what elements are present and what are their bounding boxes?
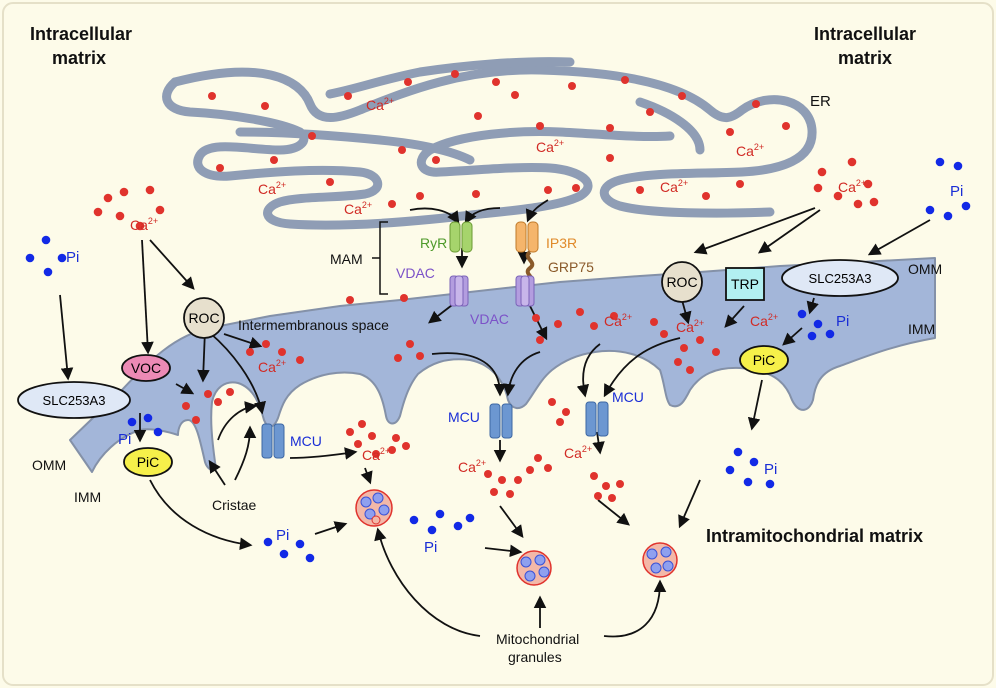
vdac-label-1: VDAC [396, 265, 435, 281]
ca-label-er-1: Ca2+ [366, 96, 394, 113]
roc-right: ROC [661, 261, 703, 303]
mcu-channel-1 [261, 423, 285, 459]
intracellular-matrix-left-line2: matrix [52, 48, 106, 68]
mcu-label-2: MCU [448, 409, 480, 425]
mcu-labels: MCU MCU MCU [290, 389, 644, 449]
grp75-label: GRP75 [548, 259, 594, 275]
ca-label-cytosol-right: Ca2+ [838, 178, 866, 195]
svg-text:PiC: PiC [753, 352, 776, 368]
slc-transporter-right: SLC253A3 [781, 259, 899, 297]
intracellular-matrix-right-line2: matrix [838, 48, 892, 68]
mcu-label-1: MCU [290, 433, 322, 449]
voc-transporter: VOC [121, 354, 171, 382]
ryr-label: RyR [420, 235, 447, 251]
arrows [59, 199, 931, 638]
granule-3 [642, 542, 678, 578]
ca-label-matrix-1: Ca2+ [362, 446, 390, 463]
ca-label-ims-3: Ca2+ [676, 318, 704, 335]
pi-labels: Pi Pi Pi Pi Pi Pi Pi [66, 183, 963, 556]
ip3r-label: IP3R [546, 235, 577, 251]
mitochondrial-granules-line2: granules [508, 649, 562, 665]
pi-label-6: Pi [276, 527, 289, 544]
ca-label-matrix-3: Ca2+ [564, 444, 592, 461]
pi-label-2: Pi [950, 183, 963, 200]
calcium-ions [93, 70, 879, 502]
vdac-channel-2 [515, 275, 535, 307]
svg-text:SLC253A3: SLC253A3 [809, 271, 872, 286]
pi-label-7: Pi [424, 539, 437, 556]
svg-text:PiC: PiC [137, 454, 160, 470]
pi-label-3: Pi [836, 313, 849, 330]
ca-label-matrix-2: Ca2+ [458, 458, 486, 475]
omm-label-left: OMM [32, 457, 66, 473]
imm-label-left: IMM [74, 489, 101, 505]
pic-transporter-left: PiC [123, 447, 173, 477]
ca-label-er-3: Ca2+ [736, 142, 764, 159]
pi-label-4: Pi [118, 431, 131, 448]
ca-label-ims-4: Ca2+ [750, 312, 778, 329]
mcu-label-3: MCU [612, 389, 644, 405]
imm-label-right: IMM [908, 321, 935, 337]
svg-text:ROC: ROC [188, 310, 219, 326]
ca-labels: Ca2+ Ca2+ Ca2+ Ca2+ Ca2+ Ca2+ Ca2+ Ca2+ … [130, 96, 866, 475]
ca-label-er-4: Ca2+ [258, 180, 286, 197]
er-label: ER [810, 93, 831, 110]
svg-text:ROC: ROC [666, 274, 697, 290]
vdac-channel-1 [449, 275, 469, 307]
intracellular-matrix-right-line1: Intracellular [814, 24, 916, 44]
phosphate-ions [25, 157, 971, 563]
ca-label-er-2: Ca2+ [536, 138, 564, 155]
mam-label: MAM [330, 251, 363, 267]
mcu-channel-3 [585, 401, 609, 437]
ca-label-er-5: Ca2+ [344, 200, 372, 217]
slc-transporter-left: SLC253A3 [17, 381, 131, 419]
ryr-channel [449, 221, 473, 253]
ca-label-ims-1: Ca2+ [258, 358, 286, 375]
pi-label-5: Pi [764, 461, 777, 478]
endoplasmic-reticulum [162, 57, 817, 230]
ip3r-channel [515, 221, 539, 253]
ca-label-cytosol-left: Ca2+ [130, 216, 158, 233]
intracellular-matrix-left-line1: Intracellular [30, 24, 132, 44]
mam-bracket [372, 221, 388, 295]
ca-label-er-6: Ca2+ [660, 178, 688, 195]
intermembranous-space-label: Intermembranous space [238, 317, 389, 333]
svg-text:TRP: TRP [731, 276, 759, 292]
trp-transporter: TRP [725, 267, 765, 301]
granule-2 [516, 550, 552, 586]
roc-left: ROC [183, 297, 225, 339]
pic-transporter-right: PiC [739, 345, 789, 375]
svg-text:SLC253A3: SLC253A3 [43, 393, 106, 408]
mcu-channel-2 [489, 403, 513, 439]
pi-label-1: Pi [66, 249, 79, 266]
mitochondrial-granules-line1: Mitochondrial [496, 631, 579, 647]
labels: Intracellular matrix Intracellular matri… [30, 24, 942, 665]
intramitochondrial-matrix-label: Intramitochondrial matrix [706, 526, 923, 546]
granule-1 [355, 489, 393, 527]
svg-text:VOC: VOC [131, 360, 161, 376]
ca-label-ims-2: Ca2+ [604, 312, 632, 329]
vdac-label-2: VDAC [470, 311, 509, 327]
cristae-label: Cristae [212, 497, 257, 513]
omm-label-right: OMM [908, 261, 942, 277]
